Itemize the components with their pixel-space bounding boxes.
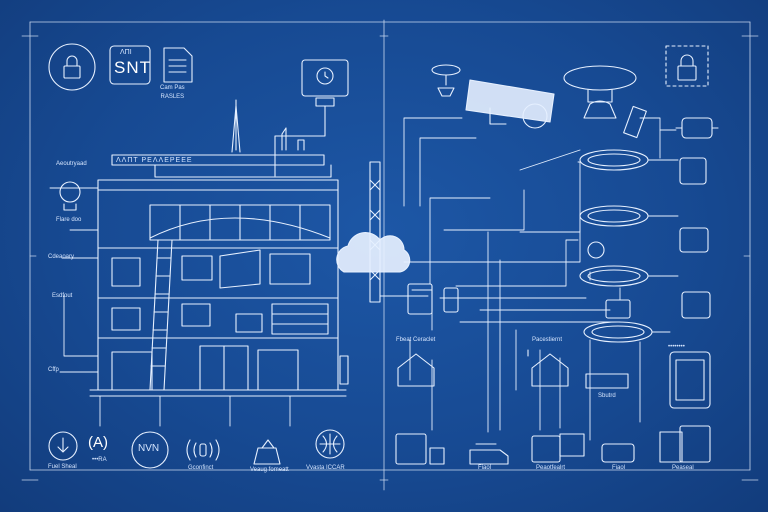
device2-label: Peaotfealrt xyxy=(536,465,566,471)
sign-small: ΛΠΙ xyxy=(120,49,132,56)
house-icon xyxy=(397,349,629,389)
left-label-mid4: Cffp xyxy=(48,367,59,373)
left-label-mid2: Cdeaoary xyxy=(48,254,75,260)
lock-icon xyxy=(48,43,96,91)
security-camera-icon xyxy=(465,79,555,129)
cloud-icon xyxy=(336,232,411,273)
building xyxy=(89,99,349,397)
left-label-mid3: Esdfout xyxy=(52,293,73,299)
tablet-top-label: •••••••• xyxy=(668,344,685,350)
ceiling-light-icon xyxy=(431,64,637,119)
document-icon xyxy=(163,47,193,83)
left-label-top: Aeoutryaad xyxy=(56,161,87,167)
bottom-icon-c-text: NVN xyxy=(138,443,160,454)
bottom-label-e: Veaug fomeatt xyxy=(250,467,289,473)
lock-shield-icon xyxy=(665,45,709,87)
antenna-icon xyxy=(369,161,381,303)
printer-icon xyxy=(395,425,711,465)
bottom-label-d: Gconfinct xyxy=(188,465,214,471)
panel-label: Sbutrd xyxy=(598,393,616,399)
device4-label: Peaseal xyxy=(672,465,694,471)
sign-icon xyxy=(109,45,151,85)
sign-text: SNT xyxy=(114,58,151,77)
bottom-left-icons xyxy=(48,429,345,469)
tablet-icon xyxy=(669,351,711,409)
camera-icon xyxy=(274,59,349,177)
house2-label: Pacestiernt xyxy=(532,337,563,343)
document-caption: Cam Pas RASLES xyxy=(160,85,185,100)
detectors xyxy=(579,149,653,343)
device3-label: Fiaol xyxy=(612,465,626,471)
sensor-box xyxy=(623,105,647,139)
building-banner: ΛΛΠΤ ΡΕΛΛΕΡΕΕΕ xyxy=(116,157,193,164)
house1-label: Fbeat Ceraclet xyxy=(396,337,436,343)
bottom-label-f: Vvasta ICCAR xyxy=(306,465,345,471)
router-icon xyxy=(407,283,459,315)
bottom-label-b: •••RA xyxy=(92,457,107,463)
bottom-label-a: Fuel Sheal xyxy=(48,464,77,470)
left-label-mid1: Flare doo xyxy=(56,217,82,223)
bottom-icon-b-text: (A) xyxy=(88,434,108,451)
fire-icon xyxy=(59,181,81,211)
device1-label: Fiaol xyxy=(478,465,492,471)
right-devices xyxy=(669,117,719,409)
